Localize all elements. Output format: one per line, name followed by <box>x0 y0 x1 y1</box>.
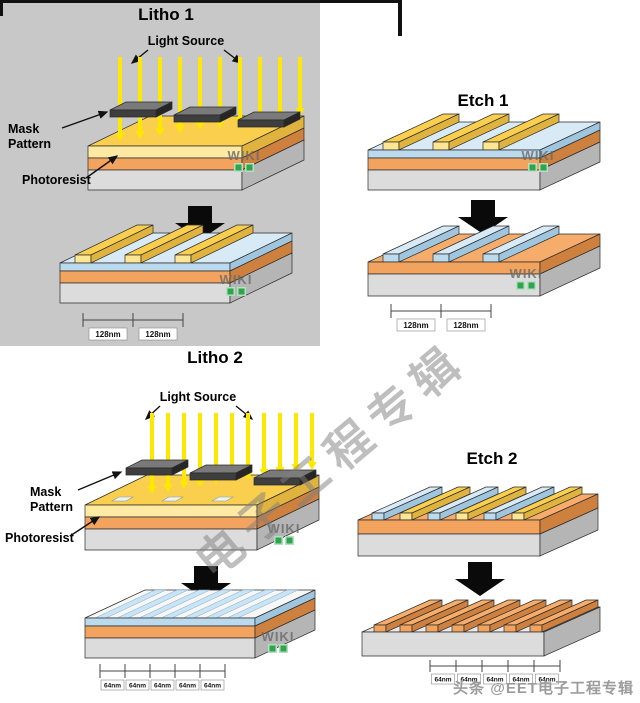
top-border-line <box>0 0 402 3</box>
etch1-title: Etch 1 <box>457 91 508 110</box>
dimension-label: 64nm <box>104 683 121 690</box>
left-border-stub <box>0 0 3 16</box>
down-arrow-icon <box>458 200 508 234</box>
dimension-label: 64nm <box>179 683 196 690</box>
svg-text:Pattern: Pattern <box>8 137 51 151</box>
wiki-watermark: WIKI <box>258 522 310 548</box>
litho1-dimensions: 128nm 128nm <box>82 313 184 341</box>
etch1-result-stack <box>367 225 601 297</box>
svg-text:Pattern: Pattern <box>30 500 73 514</box>
dimension-label: 64nm <box>204 683 221 690</box>
litho1-wafer-stack <box>87 115 305 191</box>
etch1-dimensions: 128nm 128nm <box>390 304 492 332</box>
wiki-badge-icon <box>218 162 270 175</box>
svg-text:Mask: Mask <box>30 485 61 499</box>
dimension-label: 128nm <box>453 321 478 330</box>
wiki-badge-icon <box>252 643 304 656</box>
litho1-result-stack <box>59 224 293 304</box>
dimension-label: 64nm <box>513 677 530 684</box>
dimension-label: 64nm <box>435 677 452 684</box>
wiki-watermark: WIKI <box>218 149 270 175</box>
wiki-watermark: WIKI <box>210 273 262 299</box>
dimension-label: 64nm <box>154 683 171 690</box>
svg-text:Photoresist: Photoresist <box>22 173 92 187</box>
etch2-dimensions: 64nm 64nm 64nm 64nm 64nm <box>429 660 561 685</box>
mask-bars <box>125 459 317 486</box>
down-arrow-icon <box>455 562 505 596</box>
etch2-panel: Etch 2 <box>357 449 601 685</box>
dimension-label: 128nm <box>403 321 428 330</box>
wiki-watermark: WIKI <box>500 267 552 293</box>
svg-text:Photoresist: Photoresist <box>5 531 75 545</box>
litho2-title: Litho 2 <box>187 348 243 367</box>
dimension-label: 128nm <box>95 330 120 339</box>
photoresist-label: Photoresist <box>5 516 101 545</box>
litho2-dimensions: 64nm 64nm 64nm 64nm 64nm <box>99 664 226 691</box>
dimension-label: 64nm <box>539 677 556 684</box>
mask-pattern-label: Mask Pattern <box>8 110 109 151</box>
photoresist-label: Photoresist <box>22 155 119 187</box>
dimension-label: 64nm <box>487 677 504 684</box>
mask-bars <box>109 101 301 128</box>
mask-pattern-label: Mask Pattern <box>30 471 123 514</box>
etch2-result-stack <box>361 599 601 657</box>
etch1-wafer-stack <box>367 113 601 191</box>
wiki-badge-icon <box>500 280 552 293</box>
light-source-label: Light Source <box>148 34 224 48</box>
light-source-label: Light Source <box>160 390 236 404</box>
dimension-label: 64nm <box>129 683 146 690</box>
wiki-watermark: WIKI <box>252 630 304 656</box>
wiki-watermark: WIKI <box>512 149 564 175</box>
credit-watermark: 头条 @EET电子工程专辑 <box>453 680 634 697</box>
wiki-badge-icon <box>512 162 564 175</box>
litho2-panel: Litho 2 Light Source <box>5 348 320 691</box>
light-rays <box>147 413 317 494</box>
dimension-label: 64nm <box>461 677 478 684</box>
svg-text:Mask: Mask <box>8 122 39 136</box>
wiki-badge-icon <box>258 535 310 548</box>
wiki-badge-icon <box>210 286 262 299</box>
etch1-panel: Etch 1 <box>367 91 601 332</box>
dimension-label: 128nm <box>145 330 170 339</box>
litho1-title: Litho 1 <box>138 5 194 24</box>
etch2-title: Etch 2 <box>466 449 517 468</box>
litho1-panel: Litho 1 Light Source <box>8 5 305 341</box>
top-border-stub <box>398 0 402 36</box>
etch2-wafer-stack <box>357 486 599 557</box>
